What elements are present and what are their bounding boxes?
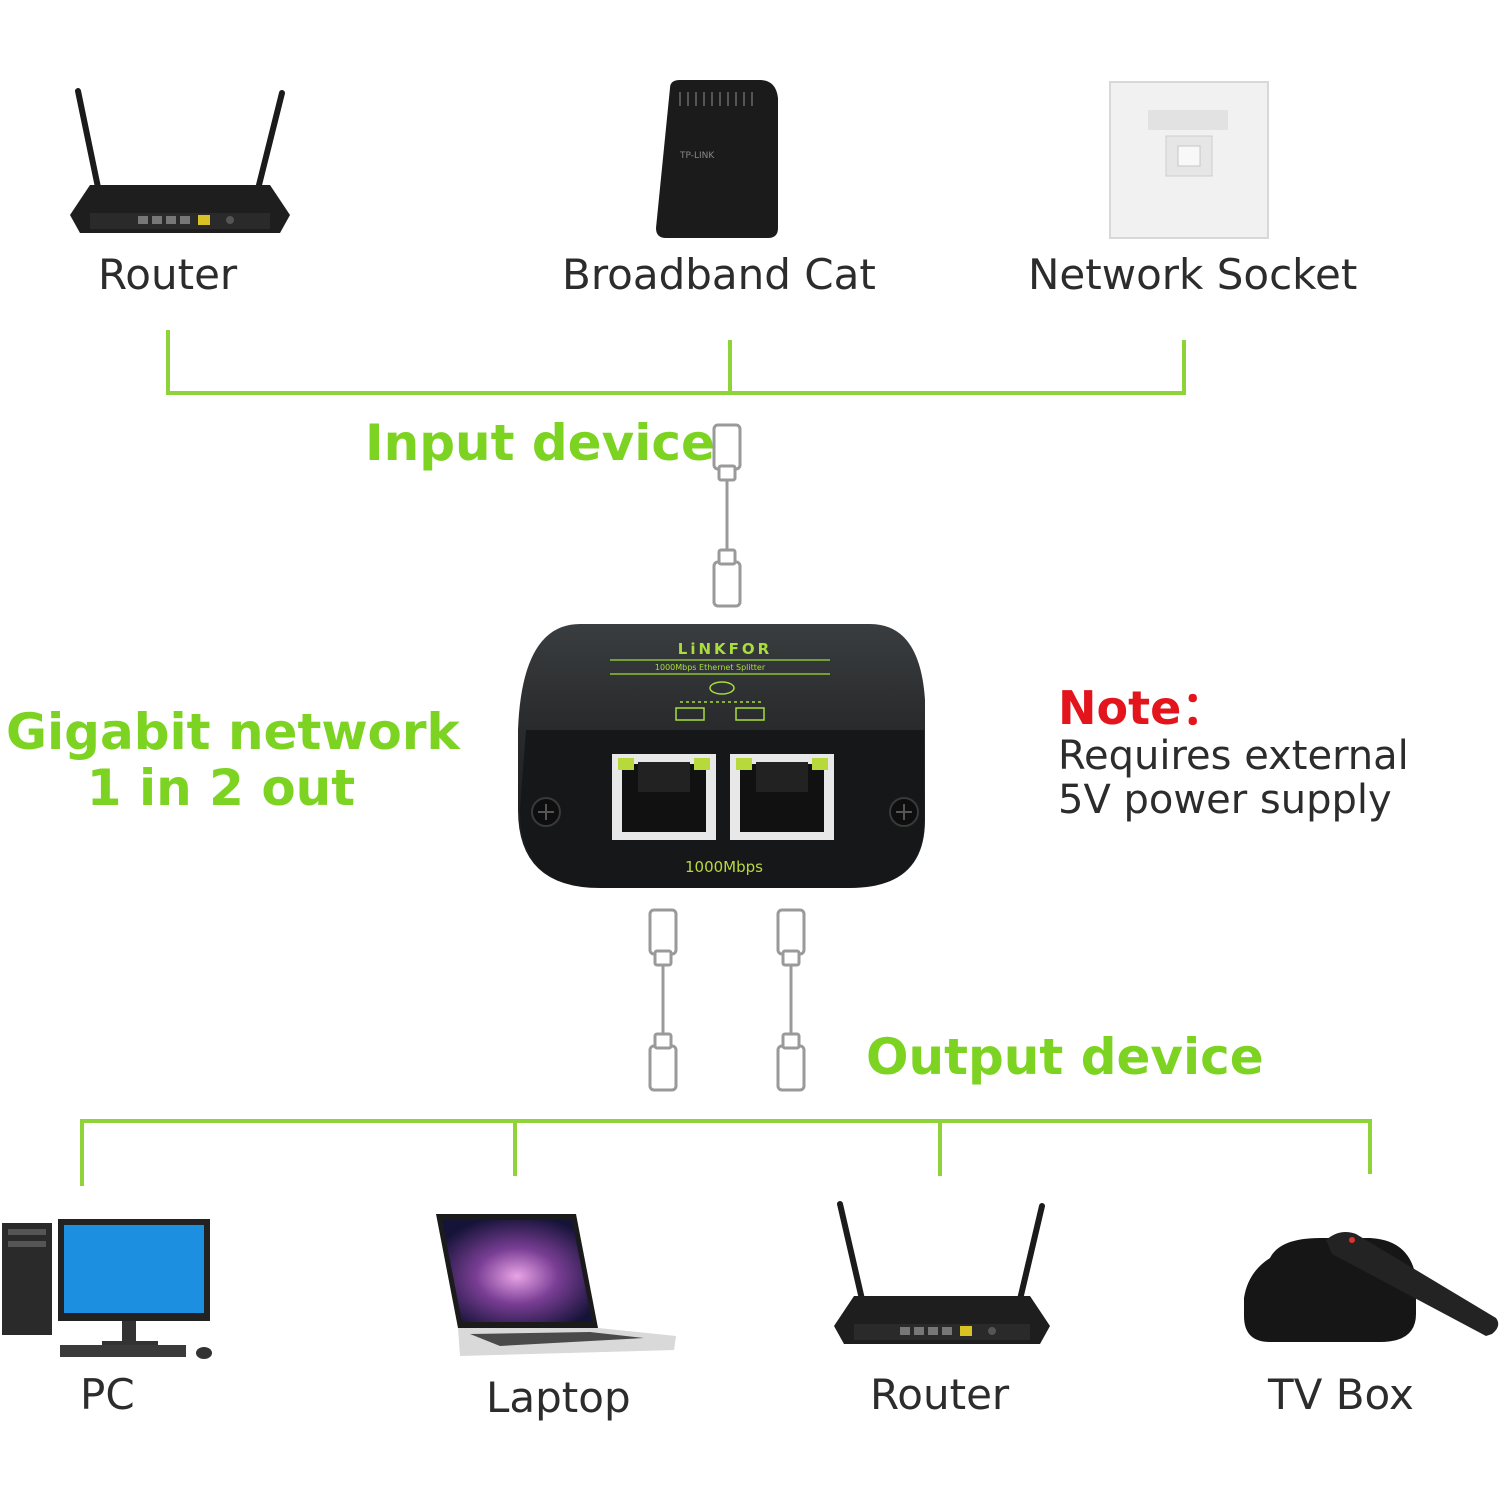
tv-box-icon: [1244, 1232, 1499, 1342]
splitter-brand: LiNKFOR: [678, 640, 772, 658]
feature-line-2: 1 in 2 out: [86, 759, 356, 817]
router-input-label: Router: [98, 250, 238, 299]
output-cable-1: [648, 908, 678, 1092]
note-line-1: Requires external: [1058, 733, 1409, 779]
screw-right-icon: [889, 797, 919, 827]
rj45-port-1: [612, 754, 716, 840]
output-device-heading: Output device: [866, 1028, 1264, 1086]
router-output-icon: [834, 1201, 1050, 1344]
laptop-label: Laptop: [486, 1373, 631, 1422]
rj45-port-2: [730, 754, 834, 840]
router-icon: [70, 88, 290, 233]
feature-line-1: Gigabit network: [6, 703, 460, 761]
broadband-label: Broadband Cat: [562, 250, 876, 299]
input-cable: [712, 423, 742, 608]
splitter-subtitle: 1000Mbps Ethernet Splitter: [655, 663, 766, 672]
broadband-brand: TP-LINK: [679, 151, 715, 161]
output-cable-2: [776, 908, 806, 1092]
output-bracket: [80, 1119, 1372, 1186]
network-symbol-icon: [675, 681, 765, 721]
network-socket-label: Network Socket: [1028, 250, 1358, 299]
screw-left-icon: [531, 797, 561, 827]
note-line-2: 5V power supply: [1058, 777, 1392, 823]
input-bracket: [166, 330, 1186, 395]
feature-text: Gigabit network 1 in 2 out: [6, 703, 460, 817]
tv-box-label: TV Box: [1268, 1370, 1414, 1419]
laptop-icon: [436, 1214, 676, 1356]
ethernet-splitter-device: LiNKFOR 1000Mbps Ethernet Splitter 1000M…: [518, 624, 925, 888]
note-title: Note：: [1058, 681, 1228, 735]
broadband-modem-icon: TP-LINK: [656, 80, 778, 238]
pc-icon: [2, 1219, 212, 1359]
network-socket-icon: [1109, 81, 1269, 239]
note-text: Requires external 5V power supply: [1058, 734, 1409, 822]
pc-label: PC: [80, 1370, 135, 1419]
router-output-label: Router: [870, 1370, 1010, 1419]
input-device-heading: Input device: [365, 414, 715, 472]
splitter-speed: 1000Mbps: [685, 858, 763, 876]
